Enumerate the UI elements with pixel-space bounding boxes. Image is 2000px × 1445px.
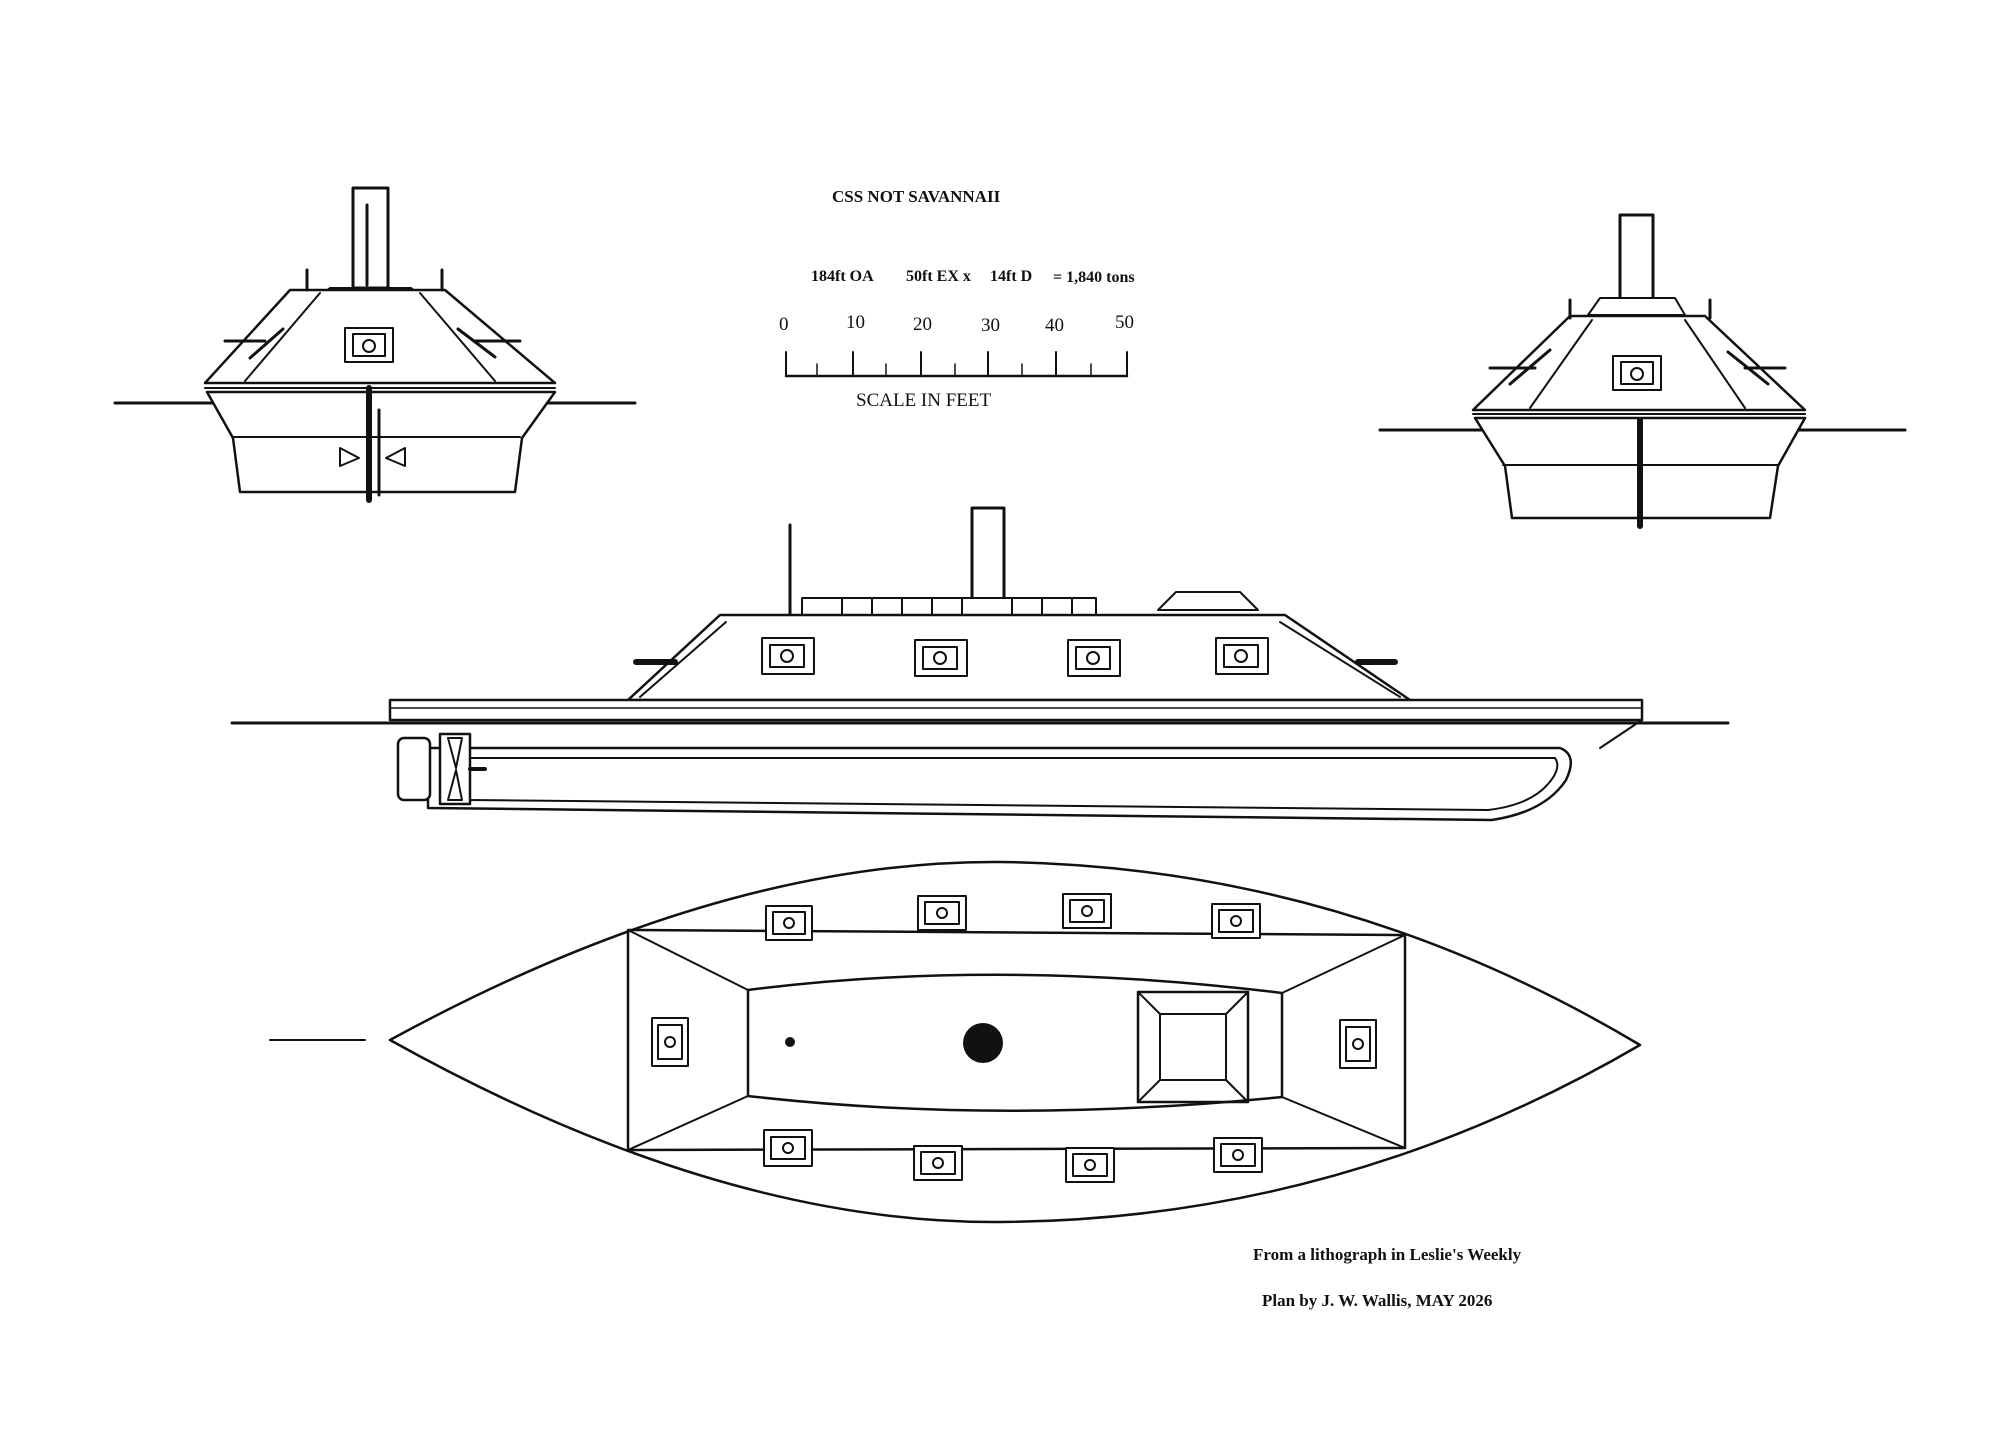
scale-tick-label: 10 xyxy=(846,312,865,333)
gun-port-plan xyxy=(1339,1019,1377,1069)
casemate-slope xyxy=(627,929,749,991)
scale-tick-label: 20 xyxy=(913,314,932,335)
casemate-slope xyxy=(1281,1096,1406,1149)
scale-bar: 0 10 20 30 40 50 SCALE IN FEET xyxy=(779,312,1134,411)
smokestack xyxy=(351,186,390,290)
pilothouse-corner xyxy=(1137,1079,1161,1103)
casemate-edge xyxy=(1529,319,1593,409)
gun-port xyxy=(1215,637,1269,675)
hull-outline xyxy=(388,860,1642,1224)
dimension-length: 184ft OA xyxy=(811,268,874,285)
pilothouse-inner xyxy=(1159,1013,1227,1081)
gun-port-inner xyxy=(352,333,386,357)
propeller xyxy=(339,447,360,467)
pilothouse-top xyxy=(1587,297,1686,316)
pilothouse xyxy=(1157,591,1259,611)
side-elevation xyxy=(230,506,1730,822)
casemate-edge xyxy=(1684,319,1746,409)
scale-caption: SCALE IN FEET xyxy=(856,390,992,411)
dimension-beam: 50ft EX x xyxy=(906,268,971,285)
casemate-edge xyxy=(419,292,496,382)
casemate-edge xyxy=(639,621,727,698)
gun-port-plan xyxy=(763,1129,813,1167)
pilothouse-corner xyxy=(1225,991,1249,1015)
casemate-slope xyxy=(1281,934,1406,994)
gun-muzzle xyxy=(362,339,376,353)
gun-port-plan xyxy=(1213,1137,1263,1173)
propeller xyxy=(385,447,406,467)
deck-edge xyxy=(388,698,1644,722)
dimension-tonnage: = 1,840 tons xyxy=(1053,269,1135,286)
gun-port xyxy=(1067,639,1121,677)
scale-tick-label: 30 xyxy=(981,315,1000,336)
hull xyxy=(205,390,557,494)
scale-tick-label: 0 xyxy=(779,314,789,335)
stern-view xyxy=(1378,213,1907,529)
source-credit: From a lithograph in Leslie's Weekly xyxy=(1253,1245,1522,1264)
deck-plan xyxy=(269,860,1642,1224)
pilothouse-corner xyxy=(1137,991,1161,1015)
gun-barrel xyxy=(1508,348,1552,386)
casemate xyxy=(626,613,1412,702)
gun-barrel xyxy=(1726,350,1770,386)
casemate-slope xyxy=(627,1095,749,1151)
gun-port xyxy=(761,637,815,675)
gun-port-plan xyxy=(1211,903,1261,939)
scale-tick-label: 50 xyxy=(1115,312,1134,333)
gun-barrel xyxy=(248,327,285,360)
gun-port-plan xyxy=(1062,893,1112,929)
scale-tick-label: 40 xyxy=(1045,315,1064,336)
pilothouse-plan xyxy=(1136,990,1250,1104)
propeller-hub xyxy=(438,732,472,806)
skylight-grating xyxy=(801,597,1097,616)
bow-slope xyxy=(1599,719,1643,749)
gun-port-plan xyxy=(913,1145,963,1181)
casemate-edge xyxy=(244,292,321,382)
gun-muzzle xyxy=(1630,367,1644,381)
smokestack-plan xyxy=(963,1023,1003,1063)
gun-port-plan xyxy=(765,905,813,941)
casemate-edge xyxy=(1279,621,1401,698)
bow-view xyxy=(113,186,637,503)
rudder xyxy=(396,736,432,802)
propeller-blade xyxy=(447,769,463,801)
gun-port-plan xyxy=(651,1017,689,1067)
gun-port-inner xyxy=(1620,361,1654,385)
gun-barrel xyxy=(456,327,497,359)
propeller-blade xyxy=(447,737,463,769)
gun-port-plan xyxy=(917,895,967,931)
hull-inner-line xyxy=(469,757,1559,811)
smokestack xyxy=(1618,213,1655,301)
drawing-title: CSS NOT SAVANNAII xyxy=(832,187,1001,206)
gun-port xyxy=(914,639,968,677)
gun-port-plan xyxy=(1065,1147,1115,1183)
author-credit: Plan by J. W. Wallis, MAY 2026 xyxy=(1262,1291,1492,1310)
flagstaff-mark xyxy=(785,1037,795,1047)
dimension-draft: 14ft D xyxy=(990,268,1032,285)
pilothouse-corner xyxy=(1225,1079,1249,1103)
